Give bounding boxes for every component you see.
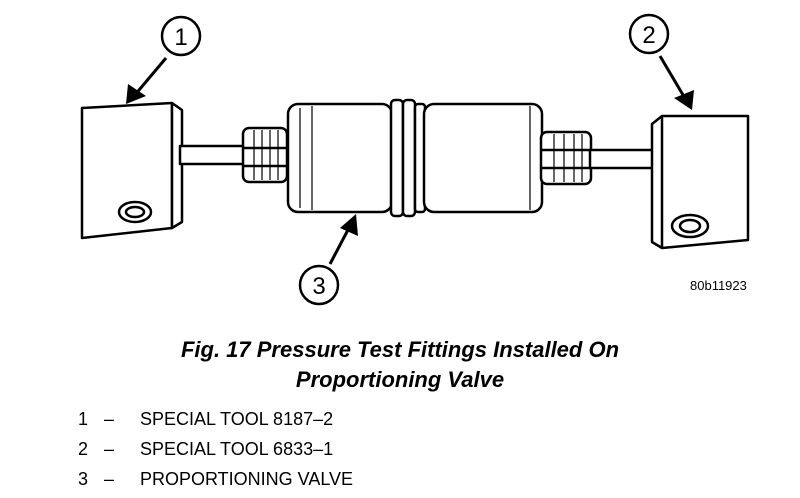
callout-1-arrow — [126, 57, 168, 104]
figure-caption-line-2: Proportioning Valve — [295, 367, 505, 392]
legend-item: 1 – SPECIAL TOOL 8187–2 — [78, 404, 353, 434]
left-tube — [178, 144, 248, 166]
fitting-diagram: 1 2 3 — [80, 13, 750, 306]
figure-caption-line-1: Fig. 17 Pressure Test Fittings Installed… — [180, 337, 620, 362]
callout-1-label: 1 — [174, 24, 187, 51]
legend-dash: – — [104, 409, 115, 429]
legend-text: SPECIAL TOOL 6833–1 — [140, 439, 334, 459]
legend-number: 1 — [78, 409, 89, 429]
legend-number: 2 — [78, 439, 89, 459]
left-tool-block — [80, 101, 184, 240]
valve-body-right — [422, 102, 544, 214]
legend-text: SPECIAL TOOL 8187–2 — [140, 409, 334, 429]
left-hex-nut — [241, 126, 289, 184]
legend-item: 2 – SPECIAL TOOL 6833–1 — [78, 434, 353, 464]
right-tube — [588, 148, 658, 170]
legend-number: 3 — [78, 469, 89, 489]
legend-dash: – — [104, 469, 115, 489]
legend-dash: – — [104, 439, 115, 459]
callout-2-arrow — [658, 55, 694, 110]
callout-3-arrow — [328, 214, 358, 265]
callout-2-label: 2 — [642, 22, 655, 49]
callout-1: 1 — [160, 15, 202, 57]
right-tool-block — [650, 114, 750, 250]
valve-center-rings — [389, 98, 427, 218]
legend-item: 3 – PROPORTIONING VALVE — [78, 464, 353, 494]
legend-list: 1 – SPECIAL TOOL 8187–2 2 – SPECIAL TOOL… — [78, 404, 353, 494]
legend-text: PROPORTIONING VALVE — [140, 469, 354, 489]
callout-3-label: 3 — [312, 273, 325, 300]
right-hex-nut — [539, 130, 593, 186]
callout-2: 2 — [628, 13, 670, 55]
figure-reference-code: 80b11923 — [690, 278, 747, 293]
valve-body-left — [286, 102, 394, 214]
callout-3: 3 — [298, 264, 340, 306]
